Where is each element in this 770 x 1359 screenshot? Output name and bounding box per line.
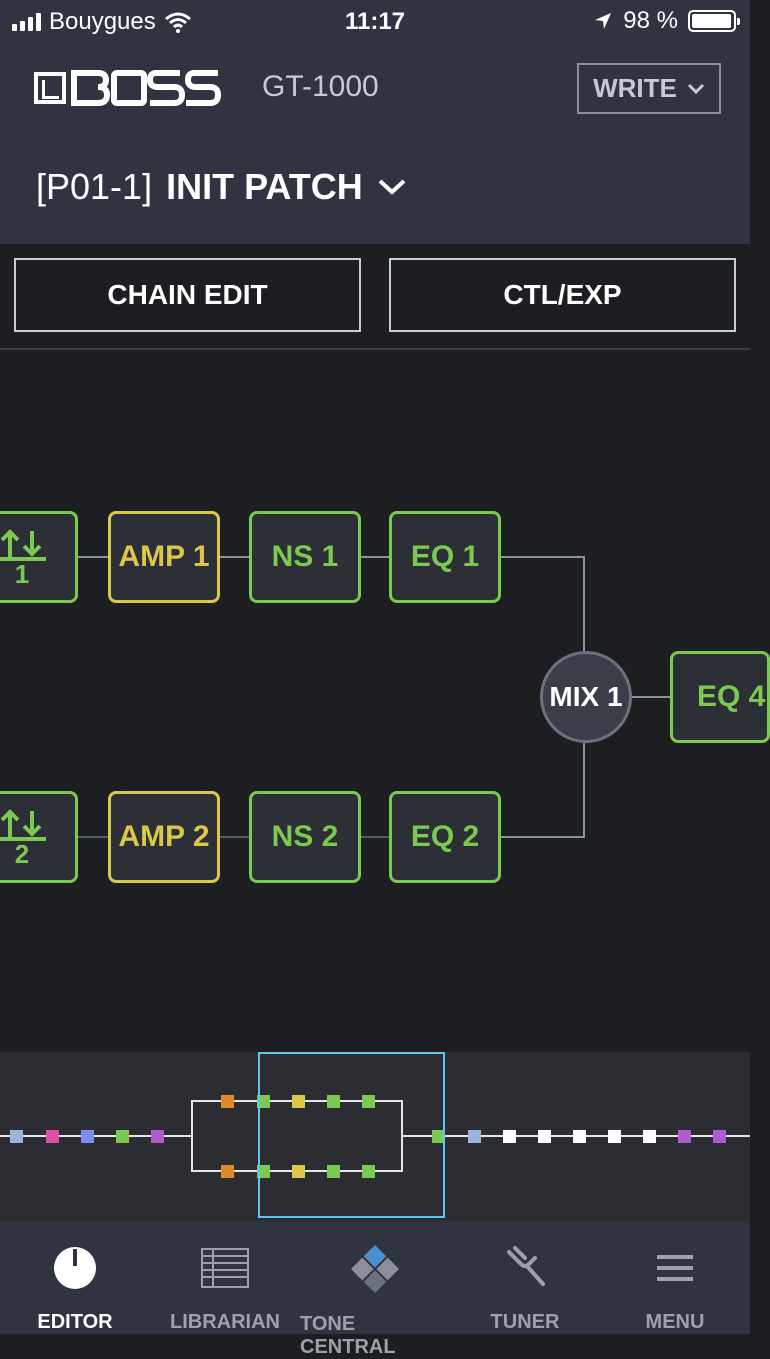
clock: 11:17: [344, 8, 406, 35]
boss-logo-mark-icon: [34, 72, 66, 104]
boss-logo: [34, 70, 222, 106]
boss-wordmark: [71, 70, 222, 106]
cellular-signal-icon: [12, 13, 41, 31]
tab-editor[interactable]: EDITOR: [0, 1221, 150, 1334]
tab-label: LIBRARIAN: [170, 1311, 280, 1333]
tab-label: EDITOR: [37, 1311, 113, 1333]
eq4-block[interactable]: EQ 4: [670, 651, 770, 743]
write-button[interactable]: WRITE: [577, 63, 721, 114]
chain-overview-map[interactable]: [0, 1052, 750, 1221]
tab-bar: EDITOR LIBRARIAN: [0, 1221, 750, 1358]
battery-percent: 98 %: [623, 7, 678, 34]
app-header: GT-1000 WRITE [P01-1] INIT PATCH: [0, 40, 750, 244]
split-arrows-icon: [0, 809, 46, 841]
status-bar: Bouygues 11:17 98 %: [0, 0, 750, 40]
wifi-icon: [164, 12, 191, 33]
tuning-fork-icon: [507, 1246, 545, 1286]
tone-central-icon: [350, 1244, 400, 1294]
divider-block-2[interactable]: 2: [0, 791, 78, 883]
overview-viewport[interactable]: [258, 1052, 445, 1218]
amp2-block[interactable]: AMP 2: [108, 791, 220, 883]
battery-icon: [688, 10, 740, 32]
patch-name: INIT PATCH: [166, 166, 363, 207]
eq1-block[interactable]: EQ 1: [389, 511, 501, 603]
divider-block-1[interactable]: 1: [0, 511, 78, 603]
tab-librarian[interactable]: LIBRARIAN: [150, 1221, 300, 1334]
chevron-down-icon: [378, 179, 406, 195]
device-model: GT-1000: [262, 70, 379, 103]
patch-selector[interactable]: [P01-1] INIT PATCH: [36, 166, 407, 208]
status-left: Bouygues: [12, 8, 192, 36]
tab-tuner[interactable]: TUNER: [450, 1221, 600, 1334]
split-arrows-icon: [0, 529, 46, 561]
tab-label: MENU: [645, 1311, 705, 1333]
carrier-name: Bouygues: [49, 8, 156, 35]
divider-label: 2: [14, 839, 30, 869]
power-knob-icon: [54, 1247, 96, 1289]
chevron-down-icon: [687, 83, 704, 94]
location-arrow-icon: [595, 13, 612, 29]
mix1-block[interactable]: MIX 1: [540, 651, 632, 743]
chain-wires: [78, 556, 670, 838]
action-bar: CHAIN EDIT CTL/EXP: [0, 244, 750, 350]
effect-chain: 1 AMP 1 NS 1 EQ 1 2 AMP 2 NS 2 EQ 2 MIX …: [0, 350, 770, 1052]
tab-menu[interactable]: MENU: [600, 1221, 750, 1334]
tab-tone-central[interactable]: TONE CENTRAL: [300, 1221, 450, 1358]
divider-label: 1: [14, 559, 30, 589]
ns1-block[interactable]: NS 1: [249, 511, 361, 603]
list-grid-icon: [201, 1248, 249, 1288]
ns2-block[interactable]: NS 2: [249, 791, 361, 883]
tab-label: TONE CENTRAL: [300, 1313, 396, 1358]
chain-edit-button[interactable]: CHAIN EDIT: [14, 258, 361, 332]
status-right: 98 %: [593, 7, 740, 35]
patch-number: [P01-1]: [36, 166, 153, 207]
tab-label: TUNER: [490, 1311, 560, 1333]
eq2-block[interactable]: EQ 2: [389, 791, 501, 883]
ctl-exp-button[interactable]: CTL/EXP: [389, 258, 736, 332]
hamburger-icon: [657, 1255, 693, 1281]
write-label: WRITE: [593, 73, 677, 103]
overview-chain: [0, 1095, 750, 1178]
amp1-block[interactable]: AMP 1: [108, 511, 220, 603]
